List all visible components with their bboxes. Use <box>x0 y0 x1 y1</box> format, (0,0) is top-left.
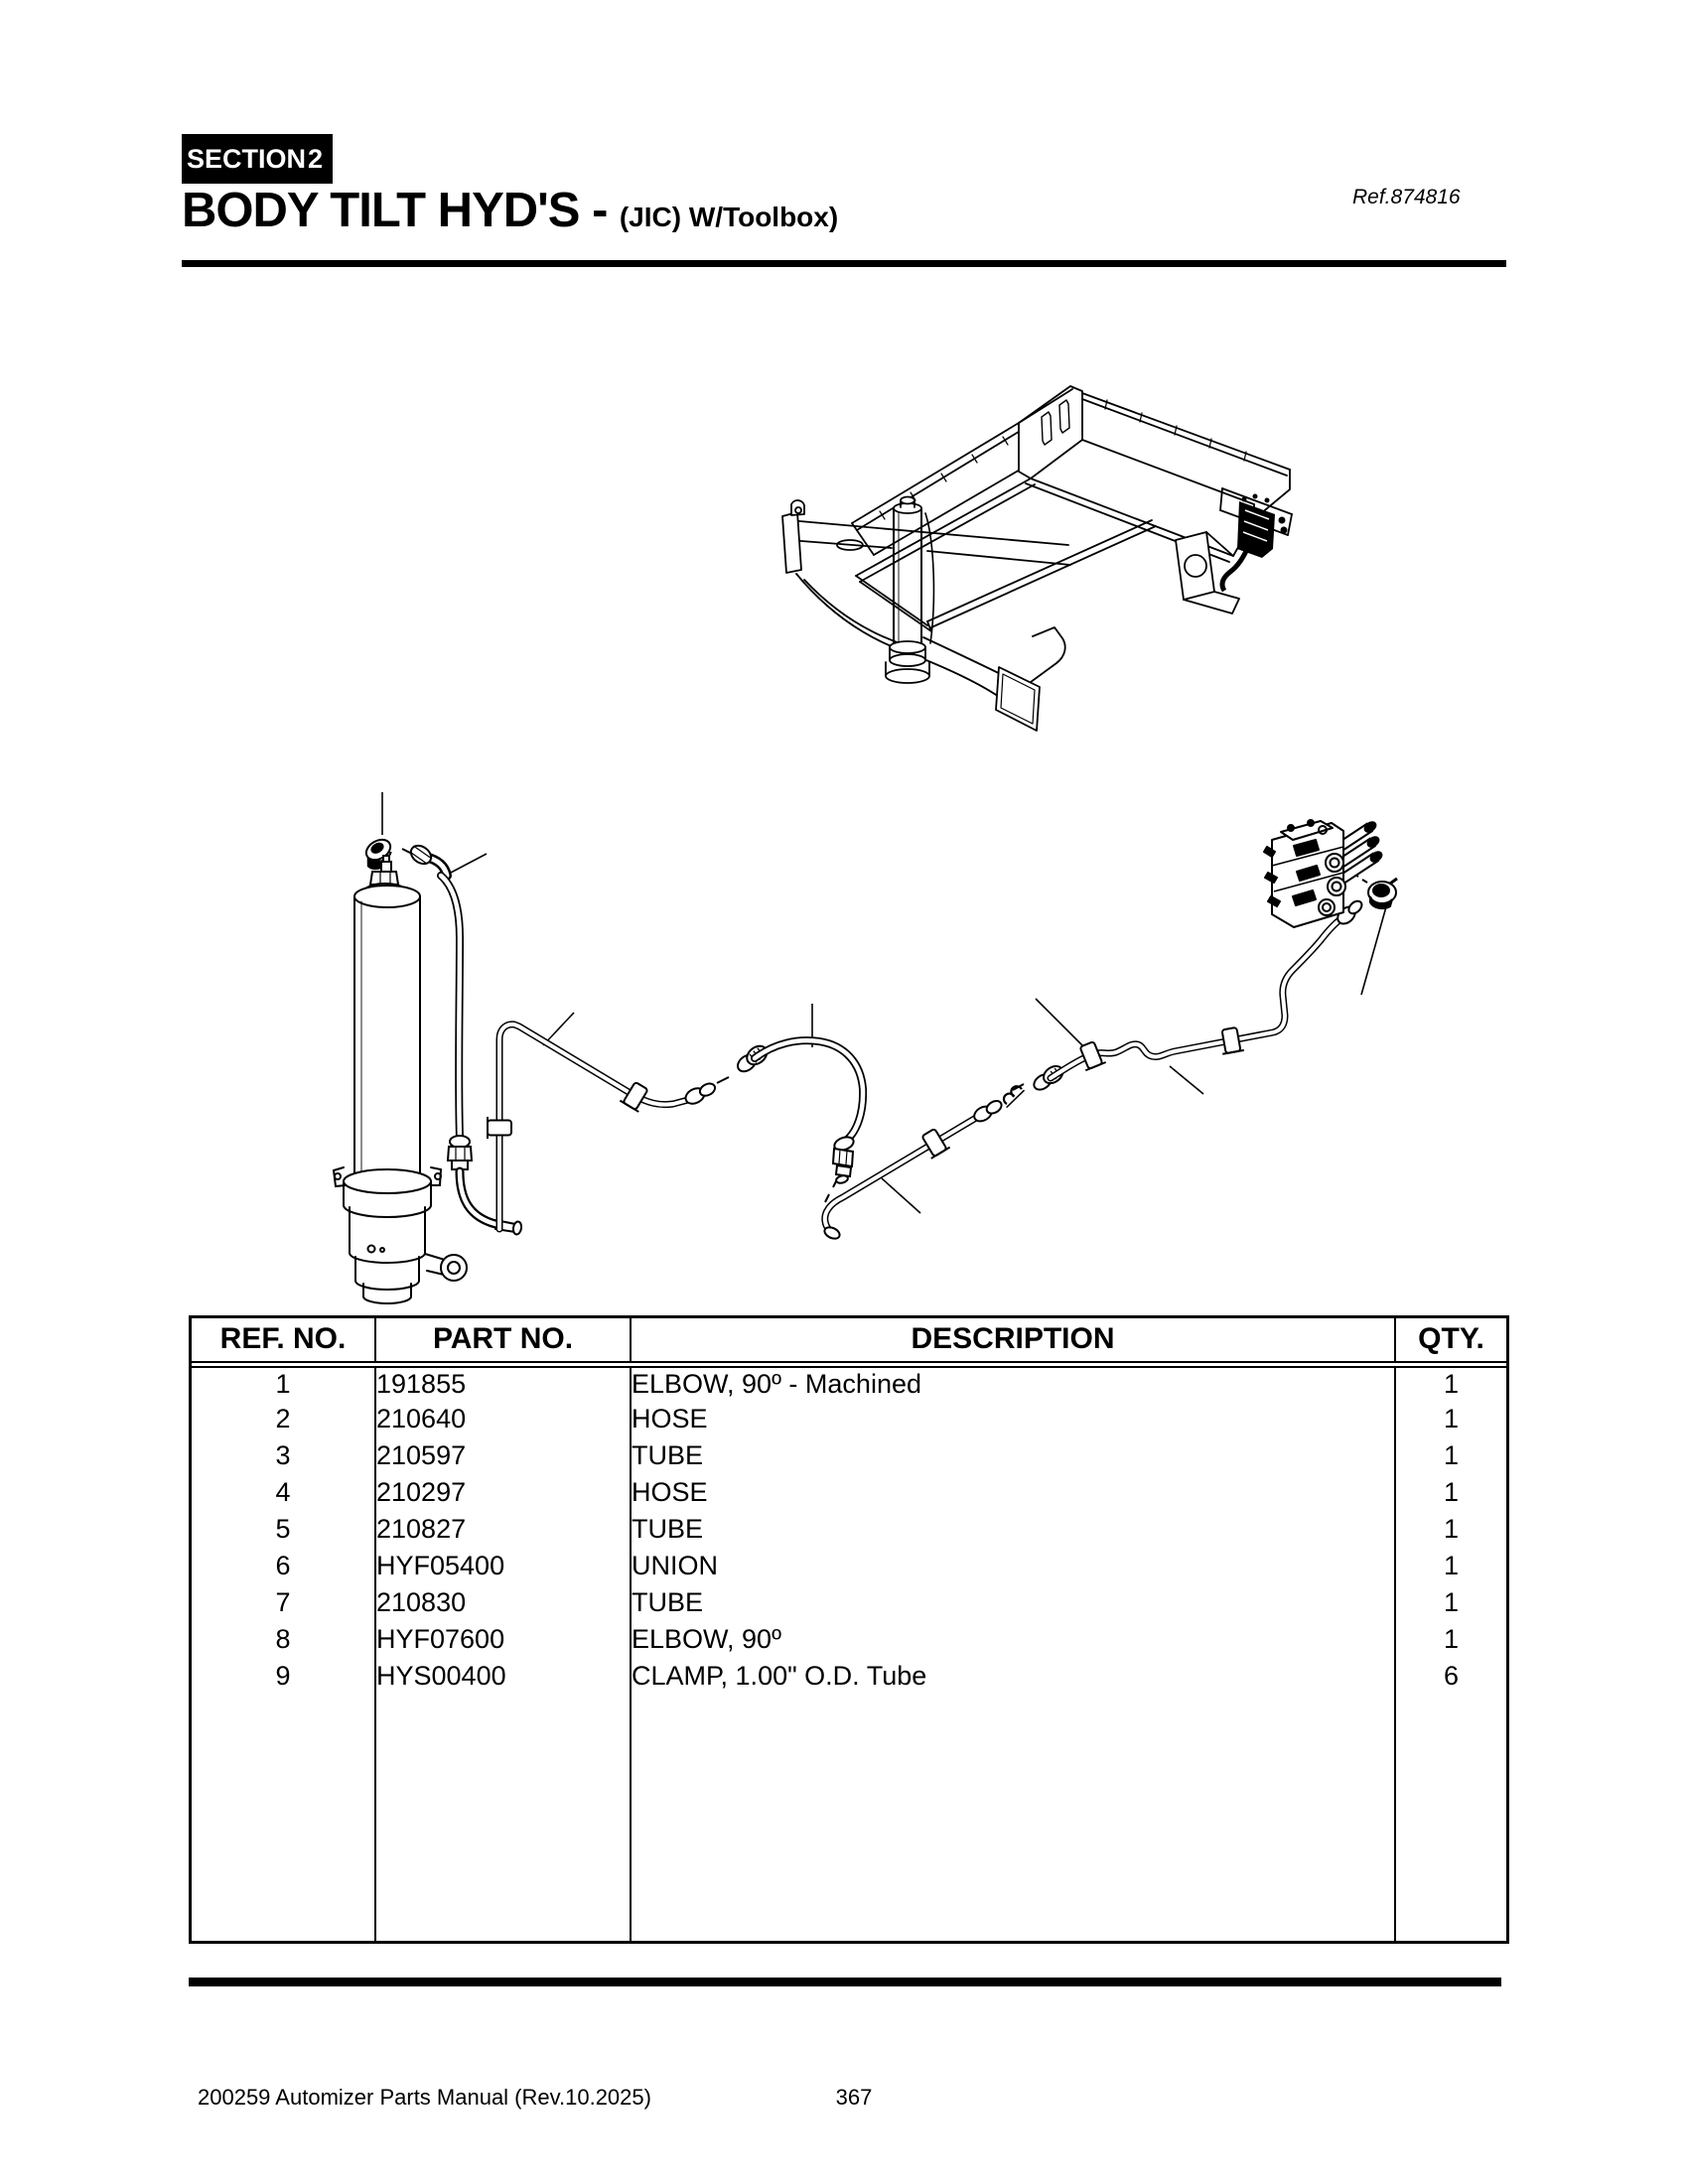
cell-description: TUBE <box>630 1584 1395 1621</box>
cell-part-no: HYF07600 <box>374 1621 631 1658</box>
truck-subframe-isometric-diagram <box>781 385 1293 732</box>
page-title: BODY TILT HYD'S - <box>182 184 608 237</box>
column-header-part-no: PART NO. <box>374 1318 631 1368</box>
table-row: 9 HYS00400 CLAMP, 1.00" O.D. Tube 6 <box>192 1658 1506 1695</box>
table-row: 8 HYF07600 ELBOW, 90º 1 <box>192 1621 1506 1658</box>
page-title-block: BODY TILT HYD'S - (JIC) W/Toolbox) <box>182 183 838 238</box>
cell-qty: 6 <box>1394 1658 1506 1695</box>
union-fitting <box>1002 1085 1026 1109</box>
cell-part-no: HYF05400 <box>374 1548 631 1584</box>
cell-ref-no: 4 <box>275 1477 291 1507</box>
reference-number: Ref.874816 <box>1352 186 1461 208</box>
cell-description: HOSE <box>630 1401 1395 1437</box>
section-badge-label: SECTION <box>187 143 307 174</box>
cell-qty: 1 <box>1394 1364 1506 1401</box>
cylinder-hose <box>409 844 523 1236</box>
table-filler-row <box>192 1695 1506 1941</box>
body-tilt-hydraulics-exploded-diagram <box>332 792 1398 1304</box>
cell-part-no: 210597 <box>374 1437 631 1474</box>
header-divider-rule <box>182 260 1506 267</box>
column-header-qty: QTY. <box>1394 1318 1506 1368</box>
straight-tube <box>821 1100 1003 1240</box>
cell-ref-no: 8 <box>275 1624 291 1654</box>
cell-part-no: 191855 <box>374 1364 631 1401</box>
table-row: 2 210640 HOSE 1 <box>192 1401 1506 1437</box>
cell-qty: 1 <box>1394 1474 1506 1511</box>
frame-valve-assembly <box>1219 493 1288 593</box>
middle-hose <box>737 1036 868 1184</box>
table-row: 3 210597 TUBE 1 <box>192 1437 1506 1474</box>
cell-ref-no: 3 <box>275 1440 291 1470</box>
cell-ref-no: 7 <box>275 1587 291 1617</box>
table-row: 5 210827 TUBE 1 <box>192 1511 1506 1548</box>
cell-qty: 1 <box>1394 1621 1506 1658</box>
cell-ref-no: 6 <box>275 1551 291 1580</box>
cell-description: CLAMP, 1.00" O.D. Tube <box>630 1658 1395 1695</box>
callout-leader-lines <box>381 792 1388 1214</box>
cell-part-no: HYS00400 <box>374 1658 631 1695</box>
cell-part-no: 210827 <box>374 1511 631 1548</box>
table-row: 6 HYF05400 UNION 1 <box>192 1548 1506 1584</box>
cell-description: ELBOW, 90º - Machined <box>630 1364 1395 1401</box>
column-header-description: DESCRIPTION <box>630 1318 1395 1368</box>
hoist-cylinder <box>332 855 468 1304</box>
footer-divider-rule <box>189 1978 1501 1986</box>
section-badge: SECTION 2 <box>182 134 333 184</box>
cell-ref-no: 2 <box>275 1404 291 1433</box>
footer-manual-title: 200259 Automizer Parts Manual (Rev.10.20… <box>198 2085 651 2110</box>
cell-qty: 1 <box>1394 1548 1506 1584</box>
cell-description: TUBE <box>630 1511 1395 1548</box>
valve-tube <box>1033 899 1363 1091</box>
cell-description: TUBE <box>630 1437 1395 1474</box>
table-row: 7 210830 TUBE 1 <box>192 1584 1506 1621</box>
assembly-dashes <box>401 848 1368 1203</box>
parts-table-header-row: REF. NO. PART NO. DESCRIPTION QTY. <box>192 1318 1506 1368</box>
cell-description: HOSE <box>630 1474 1395 1511</box>
cell-part-no: 210640 <box>374 1401 631 1437</box>
tube-to-cylinder <box>495 1021 717 1233</box>
control-valve-block <box>1263 819 1383 928</box>
cell-part-no: 210297 <box>374 1474 631 1511</box>
cell-description: ELBOW, 90º <box>630 1621 1395 1658</box>
page-subtitle: (JIC) W/Toolbox) <box>619 202 839 232</box>
table-row: 4 210297 HOSE 1 <box>192 1474 1506 1511</box>
column-header-ref-no: REF. NO. <box>192 1318 375 1368</box>
tube-clamps <box>487 1026 1245 1160</box>
cell-ref-no: 5 <box>275 1514 291 1544</box>
cell-ref-no: 9 <box>275 1661 291 1691</box>
table-row: 1 191855 ELBOW, 90º - Machined 1 <box>192 1364 1506 1401</box>
cell-part-no: 210830 <box>374 1584 631 1621</box>
cell-ref-no: 1 <box>275 1368 291 1399</box>
cell-qty: 1 <box>1394 1511 1506 1548</box>
valve-elbow-fitting <box>1367 877 1398 910</box>
parts-table: REF. NO. PART NO. DESCRIPTION QTY. 1 191… <box>189 1315 1509 1944</box>
cell-qty: 1 <box>1394 1401 1506 1437</box>
cell-qty: 1 <box>1394 1437 1506 1474</box>
cell-description: UNION <box>630 1548 1395 1584</box>
footer-page-number: 367 <box>835 2085 873 2110</box>
section-badge-number: 2 <box>307 143 323 174</box>
cell-qty: 1 <box>1394 1584 1506 1621</box>
